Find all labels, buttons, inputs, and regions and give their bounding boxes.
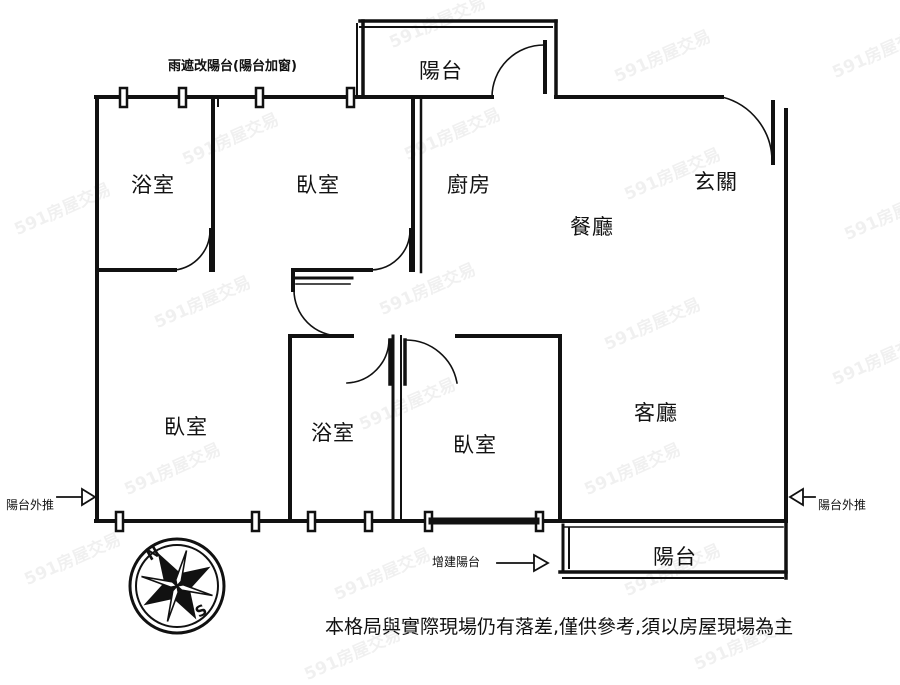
room-label-bedroom-left: 臥室 [164,415,208,439]
room-label-bath-top-left: 浴室 [131,173,175,197]
room-label-living: 客廳 [634,401,678,425]
room-label-balcony-top: 陽台 [419,59,463,83]
annotation-added-balcony: 增建陽台 [432,555,481,569]
disclaimer-text: 本格局與實際現場仍有落差,僅供參考,須以房屋現場為主 [325,616,794,638]
room-label-foyer: 玄關 [694,170,738,194]
room-label-bedroom-mid: 臥室 [453,433,497,457]
room-label-kitchen: 廚房 [447,173,491,197]
room-label-bath-mid: 浴室 [311,421,355,445]
annotation-rain-shade-note: 雨遮改陽台(陽台加窗) [168,59,297,74]
annotation-balcony-push-left: 陽台外推 [6,498,55,512]
room-label-balcony-bottom: 陽台 [653,545,697,569]
room-label-dining: 餐廳 [570,215,614,239]
compass-rose [128,537,226,635]
room-label-bedroom-top: 臥室 [296,173,340,197]
annotation-balcony-push-right: 陽台外推 [818,498,867,512]
